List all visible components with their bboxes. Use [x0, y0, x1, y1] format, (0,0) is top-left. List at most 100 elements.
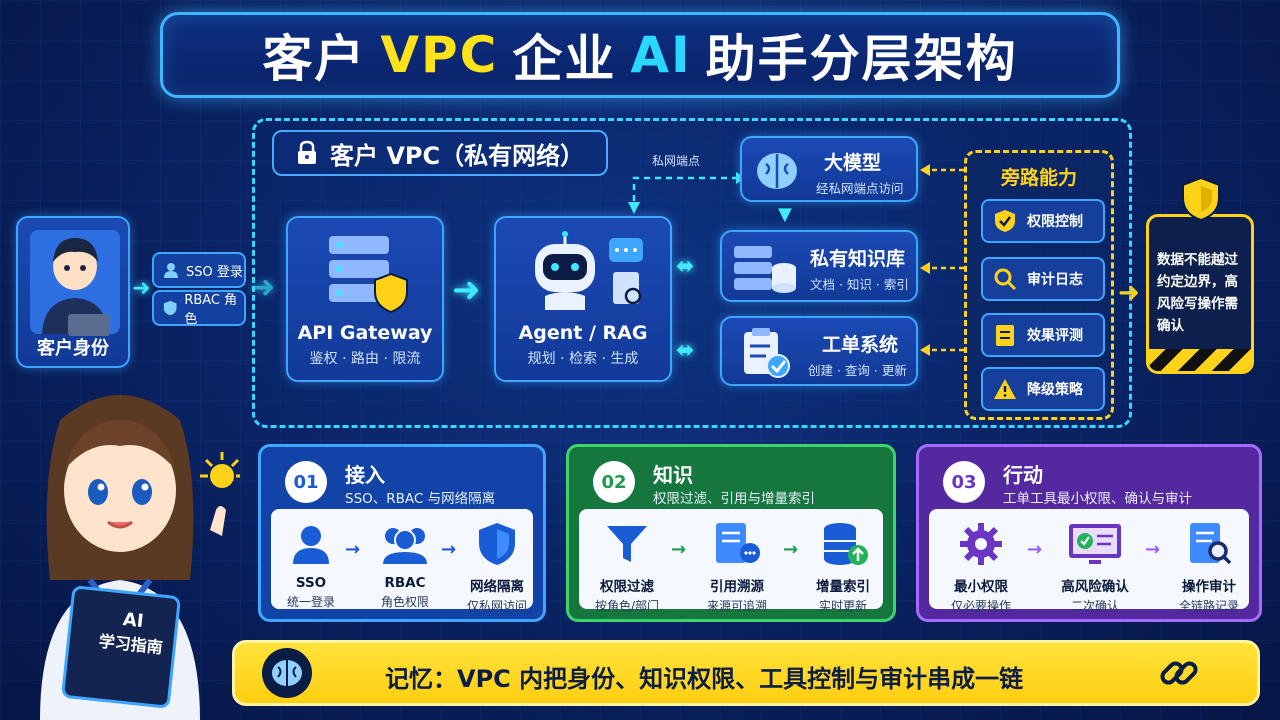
llm-card: 大模型 经私网端点访问 [740, 136, 918, 202]
arrow-llm-to-kb: ▼ [778, 204, 792, 225]
panel-item-index: 增量索引 实时更新 [795, 517, 891, 614]
funnel-icon [607, 526, 647, 562]
panel-number: 02 [593, 461, 635, 503]
ticket-system-card: 工单系统 创建 · 查询 · 更新 [720, 316, 918, 386]
llm-sub: 经私网端点访问 [816, 181, 904, 196]
bypass-item-audit-log: 审计日志 [981, 257, 1105, 301]
warning-icon [994, 379, 1016, 399]
title-part-vpc: VPC [380, 26, 499, 84]
customer-avatar [30, 230, 120, 336]
memory-summary-text: 记忆：VPC 内把身份、知识权限、工具控制与审计串成一链 [385, 665, 1024, 693]
panel-title: 知识 [653, 463, 693, 487]
bypass-item-evaluation: 效果评测 [981, 313, 1105, 357]
title-part-enterprise: 企业 [512, 30, 617, 88]
knowledge-base-sub: 文档 · 知识 · 索引 [810, 277, 909, 292]
user-icon [293, 526, 329, 564]
customer-identity-label: 客户身份 [37, 338, 109, 359]
arrow-agent-kb: ⬌ [676, 254, 695, 279]
lock-icon [298, 140, 316, 164]
agent-rag-sub: 规划 · 检索 · 生成 [527, 351, 639, 367]
knowledge-base-title: 私有知识库 [810, 248, 906, 270]
boundary-warning-card: 数据不能越过约定边界，高风险写操作需确认 [1146, 214, 1254, 374]
panel-items: SSO 统一登录 → RBAC 角色权限 → 网络隔离 仅私网访问 [271, 509, 533, 613]
panel-item-isolation: 网络隔离 仅私网访问 [449, 517, 545, 614]
arrow-gateway-to-agent: ➜ [452, 270, 481, 310]
panel-item-rbac: RBAC 角色权限 [357, 517, 453, 610]
document-chat-icon [716, 523, 760, 563]
panel-title: 接入 [345, 463, 385, 487]
panel-access: 01 接入 SSO、RBAC 与网络隔离 SSO 统一登录 → RBAC 角色权… [258, 444, 546, 622]
vpc-label-text: 客户 VPC（私有网络） [330, 141, 585, 170]
mascot-girl-illustration [40, 395, 240, 720]
panel-arrow: → [441, 539, 457, 560]
clipboard-check-icon [744, 328, 790, 378]
panel-item-desc: 仅必要操作 [950, 599, 1011, 613]
panel-item-desc: 统一登录 [286, 595, 335, 609]
checklist-icon [996, 325, 1014, 346]
knowledge-base-card: 私有知识库 文档 · 知识 · 索引 [720, 230, 918, 302]
panel-item-name: 最小权限 [954, 579, 1008, 595]
robot-icon [535, 231, 643, 310]
agent-rag-card: Agent / RAG 规划 · 检索 · 生成 [494, 216, 672, 382]
gear-icon [960, 523, 1002, 565]
rbac-role-pill: RBAC 角色 [152, 290, 246, 327]
magnifier-icon [994, 268, 1017, 291]
bypass-item-label: 降级策略 [1027, 382, 1083, 398]
server-stack-icon [329, 236, 408, 314]
shield-icon [479, 523, 515, 565]
panel-item-filter: 权限过滤 按角色/部门 [579, 517, 675, 614]
panel-item-name: 高风险确认 [1061, 579, 1129, 595]
shield-icon [163, 300, 177, 316]
arrow-agent-ticket: ⬌ [676, 338, 695, 363]
database-upload-icon [824, 523, 868, 565]
panel-arrow: → [345, 539, 361, 560]
bypass-capabilities: 旁路能力 权限控制 审计日志 效果评测 降级策略 [964, 150, 1114, 420]
warning-shield-icon [1182, 176, 1220, 222]
title-part-customer: 客户 [262, 30, 367, 88]
customer-identity-card: 客户身份 [16, 216, 130, 368]
panel-arrow: → [1027, 539, 1043, 560]
panel-number: 01 [285, 461, 327, 503]
memory-summary-bar: 记忆：VPC 内把身份、知识权限、工具控制与审计串成一链 [232, 640, 1260, 706]
users-group-icon [383, 528, 427, 564]
brain-icon [757, 153, 797, 189]
bypass-item-degradation: 降级策略 [981, 367, 1105, 411]
panel-item-name: RBAC [384, 575, 426, 591]
vpc-label: 客户 VPC（私有网络） [272, 130, 608, 176]
brain-icon [262, 648, 312, 698]
panel-items: 权限过滤 按角色/部门 → 引用溯源 来源可追溯 → 增量索引 实时更新 [579, 509, 883, 613]
panel-item-desc: 按角色/部门 [594, 599, 660, 613]
private-endpoint-label: 私网端点 [652, 154, 701, 168]
panel-item-desc: 二次确认 [1070, 599, 1119, 613]
panel-item-name: 操作审计 [1182, 579, 1236, 595]
panel-item-name: 引用溯源 [710, 579, 764, 595]
panel-item-audit: 操作审计 全链路记录 [1161, 517, 1257, 614]
panel-arrow: → [1145, 539, 1161, 560]
agent-rag-title: Agent / RAG [518, 322, 648, 344]
monitor-check-icon [1069, 524, 1121, 564]
panel-item-name: SSO [295, 575, 327, 591]
panel-item-citation: 引用溯源 来源可追溯 [689, 517, 785, 614]
bypass-title: 旁路能力 [1000, 167, 1077, 189]
panel-item-least-privilege: 最小权限 仅必要操作 [933, 517, 1029, 614]
database-icon [734, 246, 796, 293]
panel-action: 03 行动 工单工具最小权限、确认与审计 最小权限 仅必要操作 → 高风险确认 … [916, 444, 1262, 622]
panel-item-name: 网络隔离 [470, 579, 524, 595]
panel-subtitle: 权限过滤、引用与增量索引 [653, 491, 815, 507]
panel-item-desc: 仅私网访问 [466, 599, 527, 613]
panel-arrow: → [783, 539, 799, 560]
page-title: 客户 VPC 企业 AI 助手分层架构 [160, 12, 1120, 98]
rbac-role-label: RBAC 角色 [184, 293, 238, 327]
sso-login-pill: SSO 登录 [152, 252, 246, 288]
ticket-system-title: 工单系统 [822, 334, 899, 356]
shield-check-icon [995, 210, 1015, 232]
title-part-ai: AI [630, 26, 692, 84]
api-gateway-title: API Gateway [297, 322, 433, 344]
chain-link-icon [1160, 661, 1198, 685]
document-search-icon [1190, 523, 1232, 565]
api-gateway-card: API Gateway 鉴权 · 路由 · 限流 [286, 216, 444, 382]
panel-items: 最小权限 仅必要操作 → 高风险确认 二次确认 → 操作审计 全链路记录 [929, 509, 1249, 613]
llm-title: 大模型 [824, 152, 882, 174]
api-gateway-sub: 鉴权 · 路由 · 限流 [309, 351, 421, 367]
panel-title: 行动 [1003, 463, 1043, 487]
